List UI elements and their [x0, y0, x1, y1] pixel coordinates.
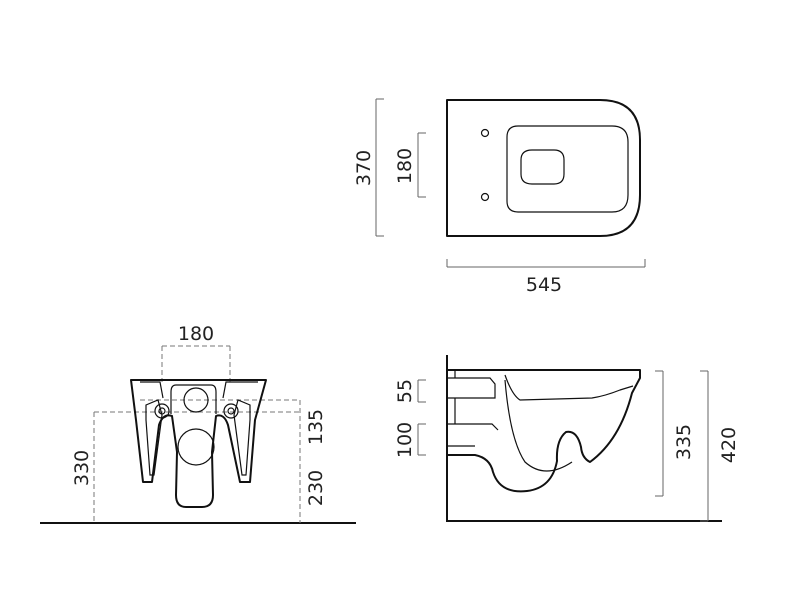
dim-label-rim-height: 335	[673, 424, 695, 460]
front-view-fixing-hole-left-inner	[158, 407, 166, 415]
front-view-right-arm	[233, 399, 251, 476]
front-view-fixing-hole-right-inner	[227, 407, 235, 415]
dim-line-overall-width	[375, 98, 384, 237]
side-view-wall-floor	[446, 355, 722, 522]
front-view-top-bar	[140, 381, 258, 399]
front-view-dashed-refs	[93, 345, 301, 523]
dim-label-lower-height: 230	[305, 470, 327, 506]
dim-label-upper-offset-front: 135	[305, 409, 327, 445]
dim-line-length	[446, 259, 646, 268]
dim-line-lower-offset-side	[417, 423, 426, 456]
side-view: 55 100 335 420	[394, 355, 740, 522]
dim-label-total-height: 420	[718, 427, 740, 463]
dim-line-fixing-spacing-top	[417, 132, 426, 198]
dim-label-lower-offset-side: 100	[394, 422, 416, 458]
front-view-flush-inlet	[183, 387, 209, 413]
dim-label-upper-offset-side: 55	[394, 379, 416, 403]
dim-line-total-height	[700, 370, 709, 522]
dim-line-upper-offset-side	[417, 379, 426, 403]
dim-line-rim-height	[655, 370, 664, 497]
top-view-fixing-hole-top	[480, 128, 490, 138]
side-view-bowl-outline	[446, 369, 641, 493]
top-view-flush-hole	[520, 149, 565, 185]
front-view-waste-outlet	[177, 428, 215, 466]
top-view-fixing-hole-bottom	[480, 192, 490, 202]
front-view-fixing-hole-left	[154, 403, 170, 419]
dim-label-fixing-spacing-front: 180	[178, 323, 214, 345]
front-view-fixing-hole-right	[223, 403, 239, 419]
top-view: 370 180 545	[353, 98, 646, 296]
front-view: 180 330 135 230	[40, 323, 356, 524]
front-view-center-column	[170, 384, 217, 414]
top-view-seat-opening	[506, 125, 629, 213]
front-view-left-arm	[145, 399, 163, 476]
dim-label-fixing-height: 330	[71, 450, 93, 486]
dim-label-overall-width: 370	[353, 150, 375, 186]
dim-label-length: 545	[526, 274, 562, 296]
side-view-wall-connector	[447, 377, 499, 447]
side-view-inner-trap	[504, 379, 573, 472]
side-view-inner-bowl	[504, 374, 634, 401]
dim-label-fixing-spacing-top: 180	[394, 148, 416, 184]
top-view-bowl-outline	[446, 99, 641, 237]
front-view-body-outline	[130, 379, 267, 508]
